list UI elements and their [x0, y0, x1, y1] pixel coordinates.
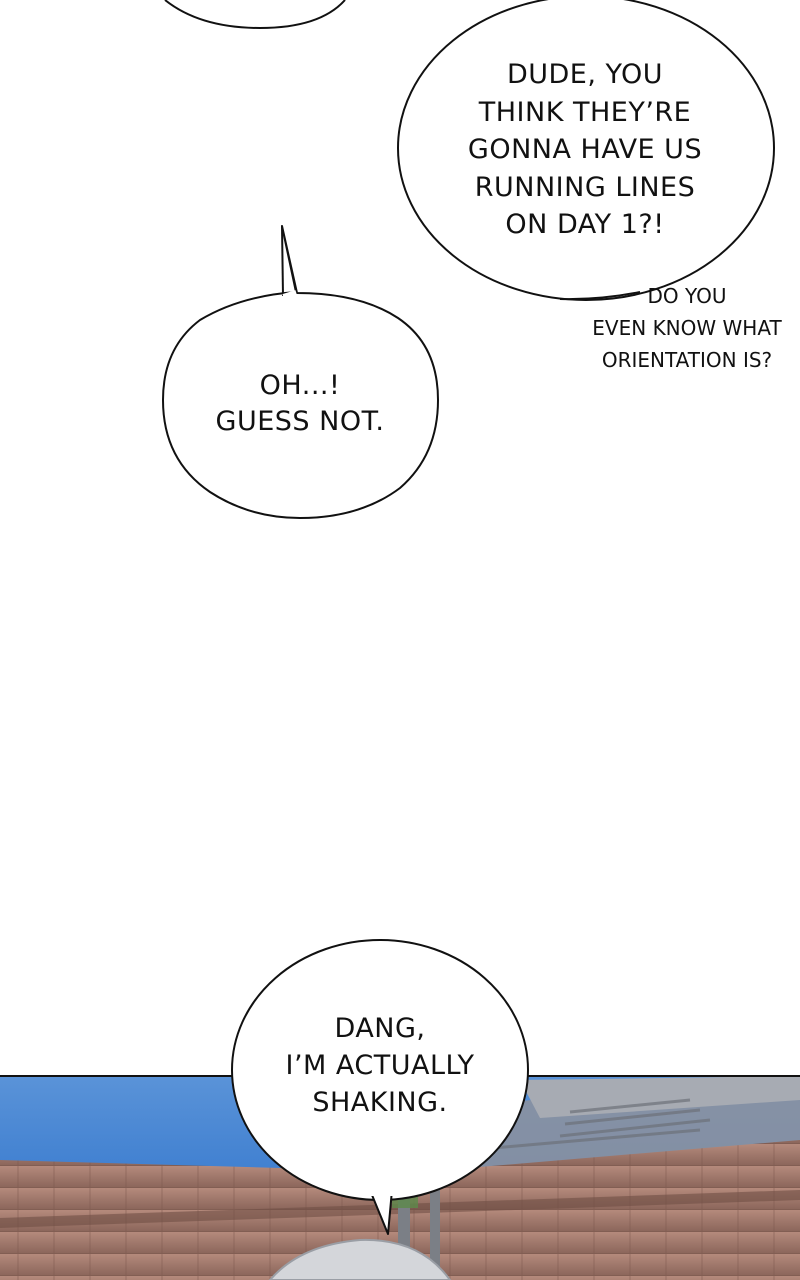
bubble-line: DANG,	[334, 1013, 426, 1044]
aside-line: EVEN KNOW WHAT	[592, 316, 782, 340]
aside-text-orientation: DO YOU EVEN KNOW WHAT ORIENTATION IS?	[574, 280, 800, 376]
bubble-line: THINK THEY’RE	[478, 96, 692, 128]
bubble-line: GUESS NOT.	[215, 406, 385, 437]
top-partial-bubble	[164, 0, 346, 30]
bubble-line: GONNA HAVE US	[467, 134, 703, 165]
aside-line: ORIENTATION IS?	[601, 348, 773, 372]
bubble-text-dude: DUDE, YOU THINK THEY’RE GONNA HAVE US RU…	[430, 56, 740, 244]
aside-line: DO YOU	[647, 284, 727, 308]
bubble-text-dang: DANG, I’M ACTUALLY SHAKING.	[240, 1010, 520, 1121]
bubble-line: I’M ACTUALLY	[285, 1050, 475, 1081]
bubble-line: RUNNING LINES	[474, 171, 696, 203]
speech-bubble-dang	[231, 939, 529, 1235]
building-sign	[520, 1076, 800, 1118]
bubble-line: ON DAY 1?!	[505, 209, 665, 240]
bubble-line: OH...!	[259, 370, 341, 401]
pillar	[430, 1188, 440, 1280]
bubble-text-oh: OH...! GUESS NOT.	[170, 368, 430, 440]
speech-bubble-dude	[397, 0, 775, 301]
bottom-panel-scene	[0, 1075, 800, 1280]
character-hair	[268, 1238, 452, 1280]
speech-bubble-oh	[162, 225, 439, 519]
bubble-line: SHAKING.	[312, 1087, 448, 1118]
bubble-line: DUDE, YOU	[506, 59, 664, 90]
